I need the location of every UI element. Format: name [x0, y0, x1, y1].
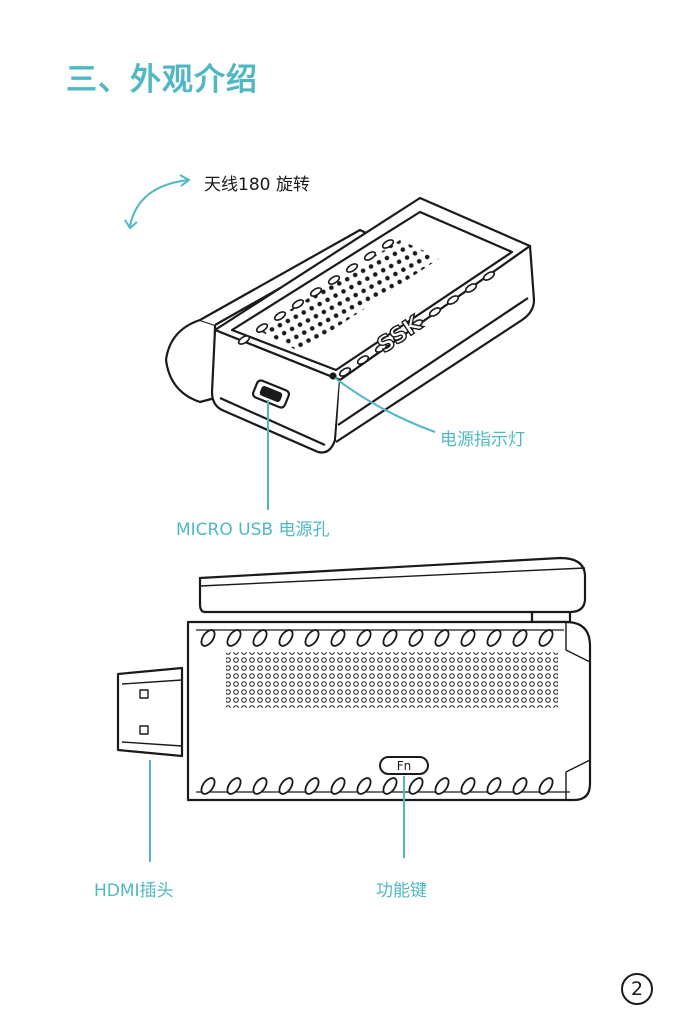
fn-button-label: Fn [397, 759, 412, 773]
antenna-cap [166, 320, 215, 402]
page-number: 2 [621, 973, 653, 1005]
micro-usb-label: MICRO USB 电源孔 [176, 515, 329, 540]
vent-grille [226, 652, 558, 708]
curved-arrow-icon [125, 175, 189, 228]
dongle-isometric-view [166, 198, 534, 453]
power-indicator-label: 电源指示灯 [440, 425, 525, 450]
hdmi-plug-label: HDMI插头 [94, 876, 174, 901]
fn-button[interactable]: Fn [380, 757, 428, 774]
dongle-flat-view [118, 558, 590, 800]
power-led [331, 374, 336, 379]
function-key-label: 功能键 [376, 876, 427, 901]
antenna-rotation-label: 天线180 旋转 [204, 170, 310, 195]
antenna-bar [200, 558, 585, 612]
